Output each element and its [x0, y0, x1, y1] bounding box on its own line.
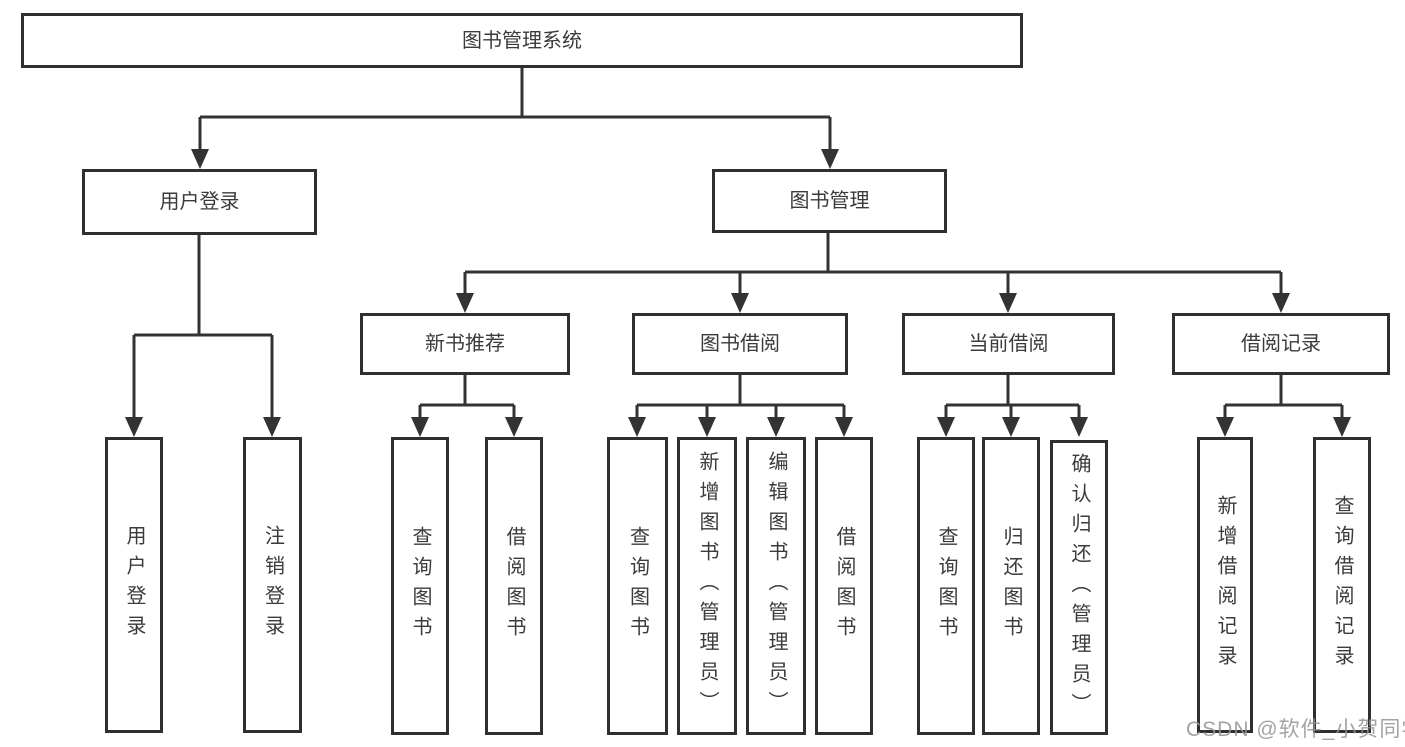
node-label: 用户登录	[159, 191, 240, 213]
leaf-label: 新增借阅记录	[1214, 495, 1236, 675]
leaf-query-books-recommend: 查询图书	[391, 437, 449, 735]
node-borrowing-records: 借阅记录	[1172, 313, 1390, 375]
leaf-borrow-books-borrowing: 借阅图书	[815, 437, 873, 735]
leaf-label: 用户登录	[123, 525, 145, 645]
leaf-label: 查询图书	[626, 526, 649, 646]
leaf-label: 查询图书	[409, 526, 431, 646]
leaf-label: 查询图书	[935, 526, 957, 646]
node-label: 图书管理系统	[462, 29, 582, 52]
leaf-confirm-return-admin: 确认归还（管理员）	[1050, 440, 1108, 735]
node-label: 借阅记录	[1241, 333, 1321, 355]
node-label: 图书借阅	[700, 333, 780, 355]
node-label: 当前借阅	[968, 333, 1049, 355]
node-new-book-recommendation: 新书推荐	[360, 313, 570, 375]
leaf-query-borrow-record: 查询借阅记录	[1313, 437, 1371, 733]
leaf-query-books-current: 查询图书	[917, 437, 975, 735]
leaf-label: 归还图书	[1000, 526, 1022, 646]
leaf-label: 确认归还（管理员）	[1068, 452, 1090, 723]
leaf-label: 查询借阅记录	[1331, 495, 1353, 675]
watermark: CSDN @软件_小贺同学	[1186, 718, 1405, 741]
leaf-user-login: 用户登录	[105, 437, 163, 733]
leaf-label: 借阅图书	[503, 526, 525, 646]
node-user-login: 用户登录	[82, 169, 317, 235]
node-library-management-system: 图书管理系统	[21, 13, 1023, 68]
node-book-management: 图书管理	[712, 169, 947, 233]
leaf-edit-books-admin: 编辑图书（管理员）	[746, 437, 806, 735]
leaf-add-books-admin: 新增图书（管理员）	[677, 437, 737, 735]
leaf-label: 借阅图书	[833, 526, 855, 646]
node-label: 新书推荐	[425, 333, 505, 355]
leaf-label: 新增图书（管理员）	[696, 451, 718, 721]
node-book-borrowing: 图书借阅	[632, 313, 848, 375]
leaf-logout: 注销登录	[243, 437, 302, 733]
node-current-borrowing: 当前借阅	[902, 313, 1115, 375]
leaf-return-books: 归还图书	[982, 437, 1040, 735]
leaf-add-borrow-record: 新增借阅记录	[1197, 437, 1253, 733]
leaf-label: 编辑图书（管理员）	[765, 451, 787, 721]
leaf-query-books-borrowing: 查询图书	[607, 437, 668, 735]
node-label: 图书管理	[789, 190, 870, 212]
leaf-borrow-books-recommend: 借阅图书	[485, 437, 543, 735]
leaf-label: 注销登录	[261, 525, 284, 645]
